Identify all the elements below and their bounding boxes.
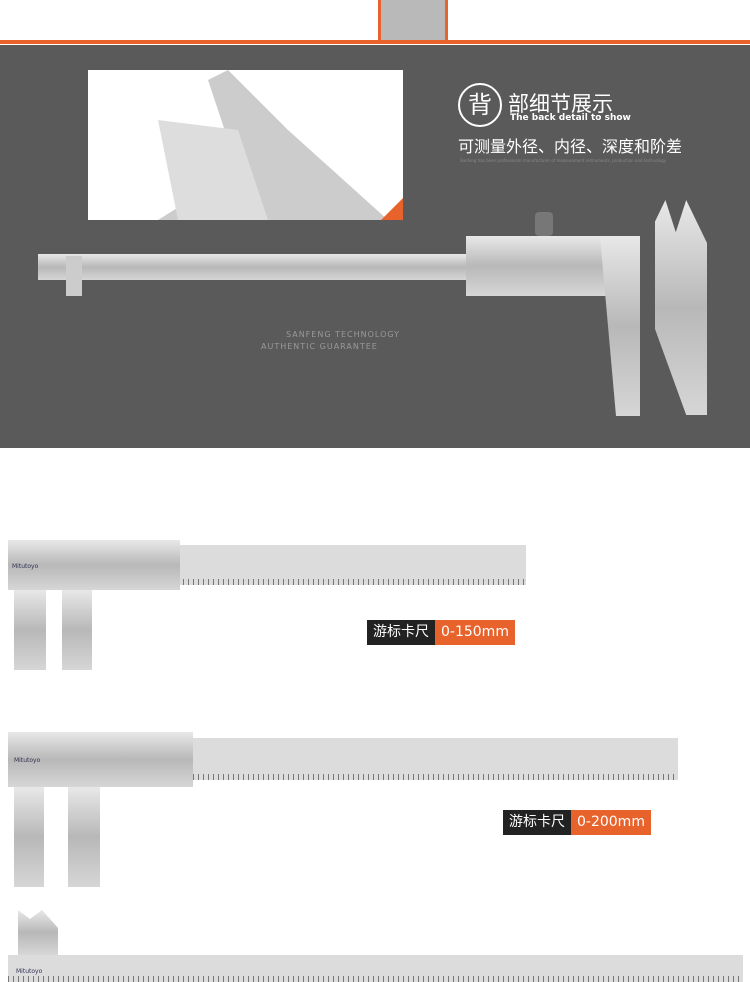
fine-print: Sanfeng has been professional manufactur… xyxy=(460,158,666,163)
jaw-closeup-image xyxy=(88,70,403,220)
back-icon: 背 xyxy=(458,83,502,127)
brand-label: Mitutoyo xyxy=(16,968,43,975)
watermark-line2: AUTHENTIC GUARANTEE xyxy=(261,342,378,351)
product-label-200: 游标卡尺 0-200mm xyxy=(503,810,651,835)
caliper-200-jaw2 xyxy=(68,787,100,887)
caliper-150-jaw2 xyxy=(62,590,92,670)
caliper-beam xyxy=(38,254,478,280)
brand-label: Mitutoyo xyxy=(12,563,39,570)
caliper-jaw-image xyxy=(378,0,448,40)
brand-label: Mitutoyo xyxy=(14,757,41,764)
caliper-300-jaw-tips xyxy=(18,910,58,955)
section-subtitle: The back detail to show xyxy=(510,113,631,123)
section-description: 可测量外径、内径、深度和阶差 xyxy=(458,137,683,156)
caliper-150-slider xyxy=(8,540,180,590)
thumb-screw xyxy=(535,212,553,236)
product-name: 游标卡尺 xyxy=(503,810,571,835)
caliper-300-beam xyxy=(8,955,743,982)
product-range: 0-200mm xyxy=(571,810,651,835)
product-name: 游标卡尺 xyxy=(367,620,435,645)
watermark-line1: SANFENG TECHNOLOGY xyxy=(286,330,401,339)
product-range: 0-150mm xyxy=(435,620,515,645)
caliper-200-slider xyxy=(8,732,193,787)
section-title: 部细节展示 xyxy=(508,92,613,116)
caliper-150-jaw xyxy=(14,590,46,670)
beam-end xyxy=(66,256,82,296)
product-label-150: 游标卡尺 0-150mm xyxy=(367,620,515,645)
orange-divider xyxy=(0,40,750,44)
top-image-strip xyxy=(0,0,750,45)
caliper-200-jaw xyxy=(14,787,44,887)
